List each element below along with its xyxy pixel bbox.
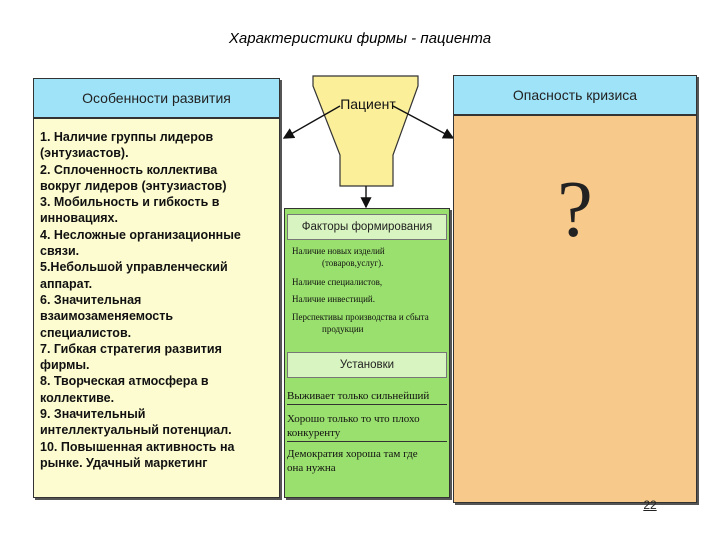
attitude-item: Выживает только сильнейший (287, 390, 430, 402)
factor-item: Наличие специалистов, (292, 277, 383, 287)
list-item: фирмы. (40, 358, 90, 373)
list-item: 5.Небольшой управленческий (40, 260, 228, 275)
divider (287, 441, 447, 442)
formation-factors-header: Факторы формирования (287, 214, 447, 240)
list-item: (энтузиастов). (40, 146, 129, 161)
list-item: взаимозаменяемость (40, 309, 174, 324)
arrow-right (392, 105, 455, 139)
page-title: Характеристики фирмы - пациента (228, 30, 492, 47)
attitude-item: она нужна (287, 462, 336, 474)
arrow-left (282, 105, 341, 139)
patient-label: Пациент (340, 96, 396, 112)
page-number: 22 (643, 498, 657, 512)
factor-item: Перспективы производства и сбыта (292, 312, 429, 322)
list-item: вокруг лидеров (энтузиастов) (40, 178, 227, 193)
factor-item: (товаров,услуг). (322, 258, 384, 268)
list-item: связи. (40, 244, 80, 259)
attitudes-header: Установки (287, 352, 447, 378)
list-item: 7. Гибкая стратегия развития (40, 341, 222, 356)
list-item: инновациях. (40, 211, 118, 226)
list-item: аппарат. (40, 276, 93, 291)
crisis-danger-header: Опасность кризиса (453, 75, 697, 115)
list-item: 4. Несложные организационные (40, 227, 241, 242)
factor-item: Наличие инвестиций. (292, 294, 375, 304)
attitude-item: конкуренту (287, 427, 341, 439)
crisis-danger-panel (453, 115, 697, 503)
list-item: 3. Мобильность и гибкость в (40, 195, 220, 210)
factor-item: Наличие новых изделий (292, 246, 385, 256)
list-item: коллективе. (40, 390, 115, 405)
attitude-item: Демократия хороша там где (287, 448, 418, 460)
list-item: 9. Значительный (40, 407, 146, 422)
divider (287, 404, 447, 405)
list-item: 10. Повышенная активность на (40, 439, 235, 454)
list-item: 8. Творческая атмосфера в (40, 374, 209, 389)
list-item: 1. Наличие группы лидеров (40, 130, 214, 144)
development-features-header: Особенности развития (33, 78, 280, 118)
list-item: интеллектуальный потенциал. (40, 423, 232, 438)
development-features-list: 1. Наличие группы лидеров (энтузиастов).… (33, 118, 280, 498)
factor-item: продукции (322, 324, 364, 334)
attitude-item: Хорошо только то что плохо (287, 413, 420, 425)
list-item: 6. Значительная (40, 292, 142, 307)
list-item: 2. Сплоченность коллектива (40, 162, 218, 177)
list-item: специалистов. (40, 325, 132, 340)
question-mark-symbol: ? (557, 166, 593, 254)
patient-funnel-shape (312, 75, 419, 187)
list-item: рынке. Удачный маркетинг (40, 455, 208, 470)
